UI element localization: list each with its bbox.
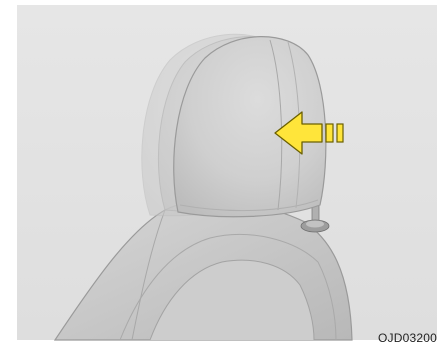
figure-code-label: OJD03200 bbox=[378, 331, 437, 345]
